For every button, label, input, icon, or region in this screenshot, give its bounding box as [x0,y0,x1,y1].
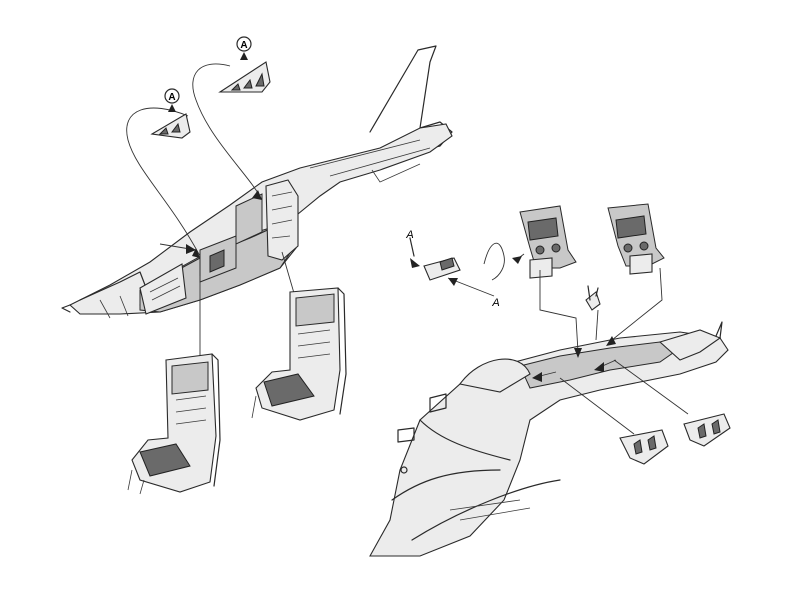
instrument-panel [607,203,665,275]
canopy-frame-part [150,113,191,139]
side-fuselage [61,45,453,319]
cockpit-small-part [409,237,461,281]
ejection-seat [127,353,221,495]
callout-a-marker: A [405,229,413,241]
callout-a-label: A [405,229,413,241]
leader-lines-left [126,63,297,356]
callout-a-label: A [168,92,175,103]
callout-a-label: A [491,297,499,309]
canopy-frame-part [218,61,271,93]
front-fuselage [369,321,729,557]
callout-a-marker: A [491,297,499,309]
canopy-frame-part [619,429,669,465]
leader-lines-right [447,242,689,435]
control-stick [585,285,601,311]
callout-a-marker: A [164,88,180,112]
callout-a-label: A [240,40,247,51]
ejection-seat [251,287,347,421]
canopy-frame-part [683,413,731,447]
instrument-panel [519,205,577,279]
callout-a-marker: A [236,36,252,60]
